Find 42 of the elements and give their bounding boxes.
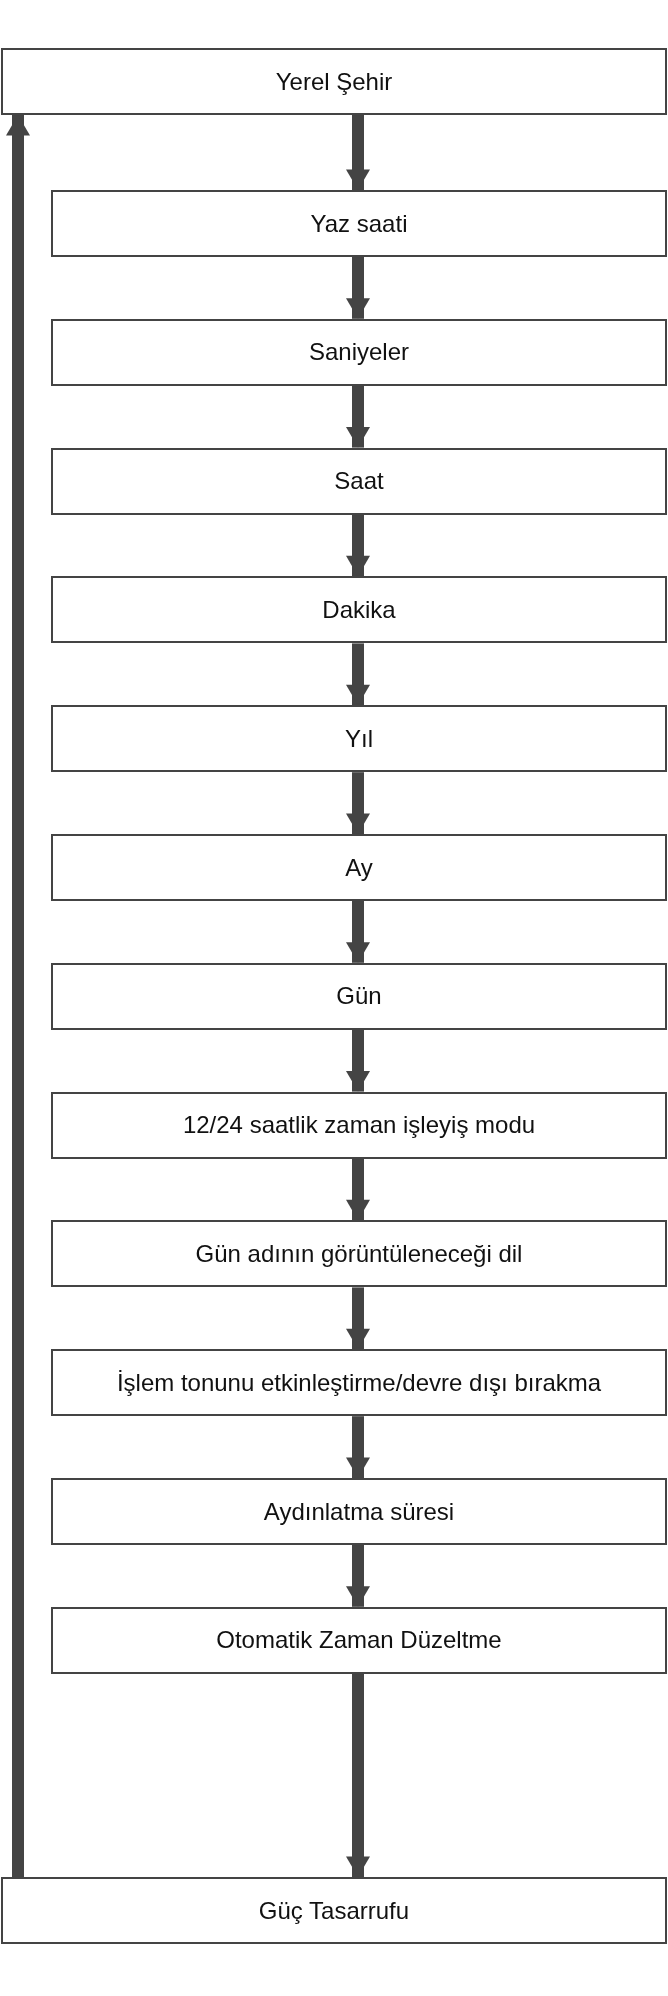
arrow [346,1416,370,1478]
step-label: Ay [345,853,373,882]
arrow [6,115,30,1877]
step-label: İşlem tonunu etkinleştirme/devre dışı bırakma [116,1368,602,1397]
step-label: Gün [336,982,382,1011]
arrow [346,1545,370,1607]
process-box [51,1606,667,1674]
arrow [346,901,370,963]
step-label: Yaz saati [310,209,408,238]
process-box [1,1877,667,1944]
process-box [51,576,667,644]
arrow [346,1158,370,1221]
arrow [346,514,370,577]
arrow [346,1287,370,1350]
process-box [51,1349,667,1417]
arrow [346,385,370,448]
arrow [346,115,370,190]
step-label: Güç Tasarrufu [258,1896,410,1925]
step-label: Saat [334,467,384,496]
step-label: Dakika [322,595,396,624]
process-box [51,1478,667,1545]
process-box [51,834,667,901]
arrow [346,643,370,706]
process-box [51,1091,667,1159]
arrow [346,1029,370,1092]
step-label: Yerel Şehir [275,67,393,96]
step-label: Aydınlatma süresi [263,1497,455,1526]
arrow [346,1673,370,1877]
process-box [51,1220,667,1288]
process-box [51,318,667,386]
arrow [346,257,370,319]
step-label: Otomatik Zaman Düzeltme [216,1626,502,1655]
process-box [51,705,667,773]
process-box [51,447,667,515]
step-label: Gün adının görüntüleneceği dil [195,1239,523,1268]
process-box [51,190,667,257]
process-box [1,48,667,115]
step-label: Saniyeler [308,338,410,367]
process-box [51,962,667,1030]
step-label: Yıl [345,724,373,753]
step-label: 12/24 saatlik zaman işleyiş modu [182,1111,536,1140]
arrow [346,772,370,834]
